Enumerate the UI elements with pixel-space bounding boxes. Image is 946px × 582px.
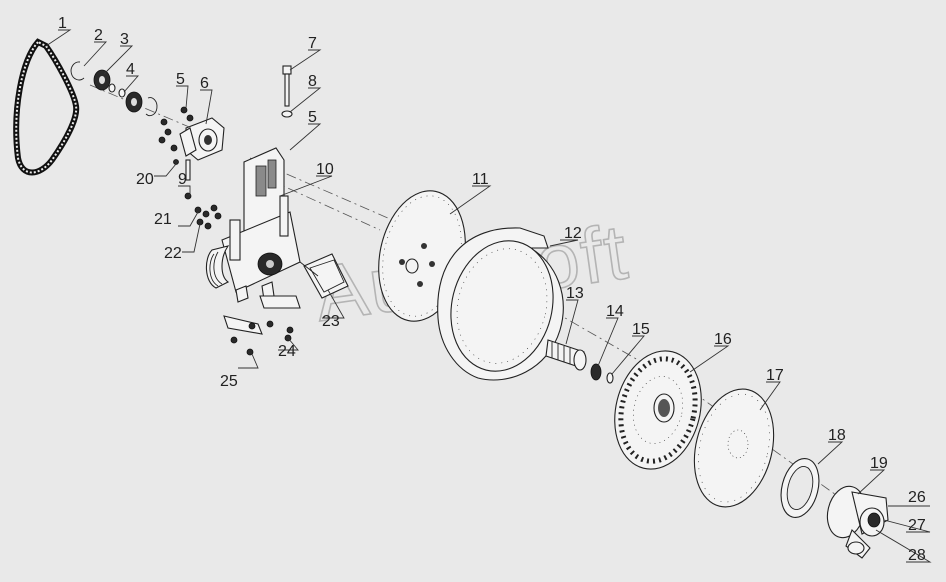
callout-16: 16	[714, 331, 732, 348]
callout-26: 26	[908, 489, 926, 506]
inlet-elbow-19	[826, 485, 889, 559]
nut-20	[173, 159, 179, 165]
washer-15	[606, 372, 614, 384]
shaft-13	[545, 339, 587, 371]
callout-18: 18	[828, 427, 846, 444]
callout-22: 22	[164, 245, 182, 262]
spacer-4b	[118, 88, 126, 98]
spacer-4a	[108, 83, 116, 93]
callout-13: 13	[566, 285, 584, 302]
callout-21: 21	[154, 211, 172, 228]
nuts-21-22	[194, 204, 222, 230]
gasket-18	[780, 458, 820, 518]
callout-20: 20	[136, 171, 154, 188]
assembly-axis-upper	[269, 179, 381, 231]
callout-27: 27	[908, 517, 926, 534]
disc-17	[693, 388, 775, 508]
mounting-bracket-10	[205, 147, 301, 303]
callout-5a: 5	[176, 71, 185, 88]
callout-28: 28	[908, 547, 926, 564]
nut-9	[184, 192, 192, 200]
callout-23: 23	[322, 313, 340, 330]
clamp-23	[299, 253, 349, 299]
callout-9: 9	[178, 171, 187, 188]
callout-8: 8	[308, 73, 317, 90]
pulley-axis	[89, 84, 221, 141]
callout-labels: 1 2 3 4 5 5 6 7 8 9 10 11 12 13 14 15 16…	[58, 15, 926, 564]
fan-housing-12	[437, 227, 564, 381]
washer-8	[281, 110, 293, 118]
callout-7: 7	[308, 35, 317, 52]
callout-10: 10	[316, 161, 334, 178]
callout-4: 4	[126, 61, 135, 78]
bearing-3	[93, 69, 111, 91]
leader-lines	[45, 29, 932, 563]
bolt-9	[185, 159, 191, 181]
callout-3: 3	[120, 31, 129, 48]
callout-15: 15	[632, 321, 650, 338]
callout-11: 11	[472, 171, 489, 188]
nut-14	[590, 363, 602, 381]
impeller-16	[614, 350, 702, 470]
v-belt	[13, 38, 80, 176]
callout-1: 1	[58, 15, 67, 32]
bearing-3b	[125, 91, 143, 113]
long-bolt-7	[282, 65, 292, 107]
plates-24	[223, 295, 301, 335]
callout-17: 17	[766, 367, 784, 384]
bearing-housing-6	[179, 117, 225, 161]
callout-2: 2	[94, 27, 103, 44]
callout-19: 19	[870, 455, 888, 472]
callout-6: 6	[200, 75, 209, 92]
circlip-2	[70, 61, 85, 81]
callout-14: 14	[606, 303, 624, 320]
callout-25: 25	[220, 373, 238, 390]
fasteners-5	[158, 106, 194, 152]
callout-24: 24	[278, 343, 296, 360]
callout-12: 12	[564, 225, 582, 242]
callout-5b: 5	[308, 109, 317, 126]
circlip-2b	[145, 97, 158, 117]
